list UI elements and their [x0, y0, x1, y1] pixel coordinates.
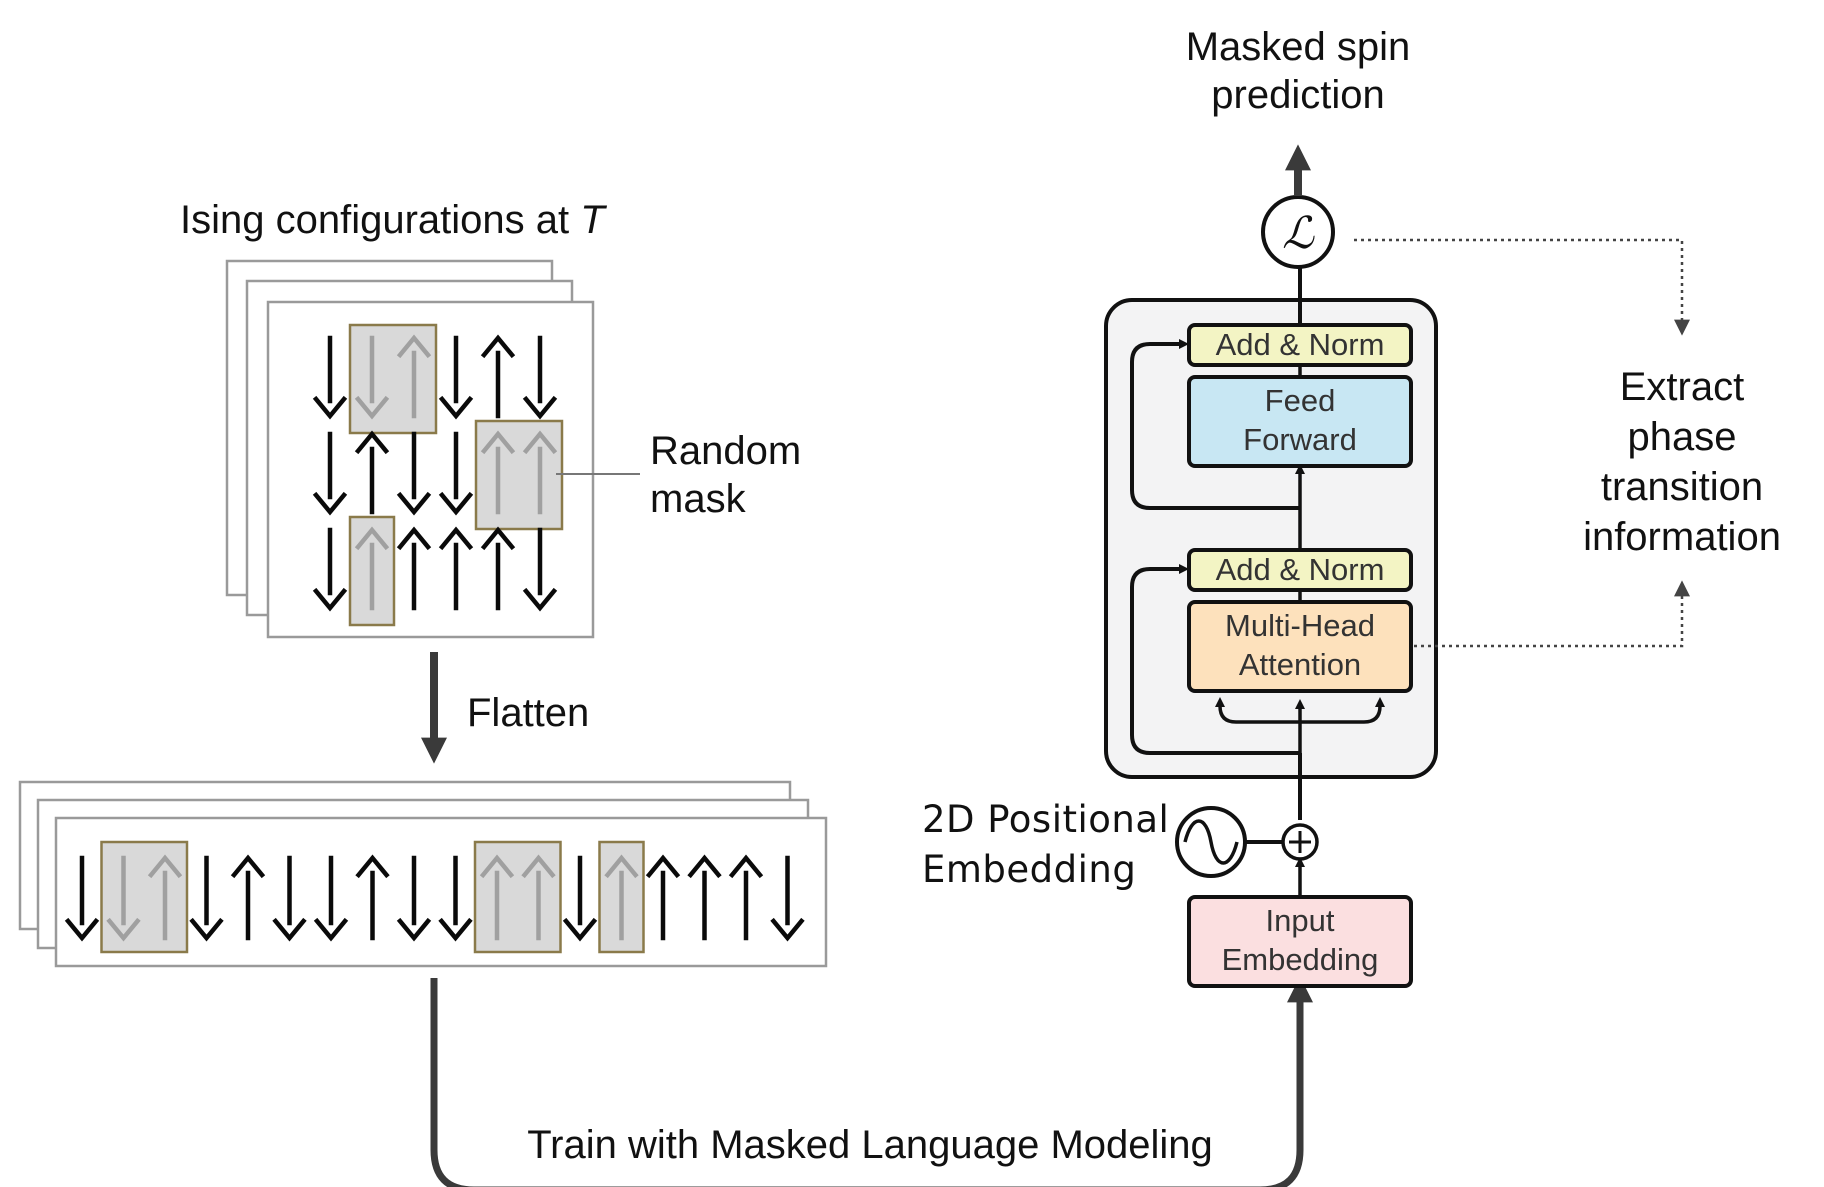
loss-node	[1261, 195, 1335, 269]
lattice-spin-up-arrow	[480, 334, 516, 419]
input-embedding: Input Embedding	[1187, 895, 1413, 988]
sequence-spin-down-arrow	[313, 855, 349, 942]
lattice-spin-down-arrow	[396, 431, 432, 516]
lattice-spin-down-arrow	[438, 431, 474, 516]
extract-from-attention	[1414, 580, 1690, 648]
extract-label-2: phase	[1628, 415, 1737, 459]
train-label: Train with Masked Language Modeling	[527, 1123, 1213, 1167]
sequence-spin-up-arrow	[645, 854, 681, 941]
lattice-spin-up-arrow	[480, 526, 516, 611]
sequence-spin-down-arrow	[438, 855, 473, 942]
training-path	[430, 976, 1313, 1187]
add-norm-top: Add & Norm	[1187, 323, 1413, 367]
random-mask-label-1: Random	[650, 429, 801, 473]
lattice-spin-up-arrow	[438, 526, 474, 611]
plus-node	[1281, 823, 1319, 861]
add-norm-top-label: Add & Norm	[1216, 327, 1385, 362]
add-norm-bottom-label: Add & Norm	[1216, 552, 1385, 587]
extract-from-loss	[1354, 238, 1690, 336]
lattice-spin-up-arrow	[396, 334, 432, 419]
sequence-spin-down-arrow	[770, 855, 805, 942]
input-embedding-label-2: Embedding	[1222, 942, 1379, 977]
lattice-spin-down-arrow	[312, 527, 348, 612]
flatten-label: Flatten	[467, 691, 589, 735]
lattice-spin-down-arrow	[312, 335, 348, 420]
sequence-spin-down-arrow	[396, 855, 432, 942]
sequence-spin-up-arrow	[521, 854, 556, 941]
lattice-masks	[348, 323, 564, 627]
lattice-spin-up-arrow	[354, 430, 390, 515]
sequence-mask	[473, 840, 562, 954]
sequence-spin-down-arrow	[64, 855, 100, 942]
sequence-spin-down-arrow	[106, 855, 141, 942]
lattice-spin-down-arrow	[312, 431, 348, 516]
sequence-spin-up-arrow	[230, 854, 266, 941]
extract-label-1: Extract	[1620, 365, 1744, 409]
extract-label-4: information	[1583, 515, 1781, 559]
positional-embedding	[1175, 806, 1282, 878]
sequence-spin-down-arrow	[272, 855, 307, 942]
sequence-mask	[100, 840, 189, 954]
lattice-spin-up-arrow	[522, 430, 558, 515]
lattice-spin-up-arrow	[396, 526, 432, 611]
extract-label-3: transition	[1601, 465, 1763, 509]
output-label-1: Masked spin	[1186, 25, 1411, 69]
flow-to-attn-q	[1215, 697, 1300, 724]
residual-ff	[1130, 339, 1300, 510]
lattice-spins	[312, 334, 558, 612]
mha-label-2: Attention	[1239, 647, 1361, 682]
output-label-2: prediction	[1211, 73, 1384, 117]
sequence-spin-up-arrow	[687, 854, 722, 941]
input-embedding-label-1: Input	[1266, 903, 1335, 938]
lattice-mask	[348, 323, 438, 435]
mha-label-1: Multi-Head	[1225, 608, 1375, 643]
flow-to-attn-k	[1300, 697, 1385, 724]
lattice-spin-up-arrow	[480, 430, 516, 515]
multi-head-attention: Multi-Head Attention	[1187, 600, 1413, 693]
feed-forward: Feed Forward	[1187, 375, 1413, 468]
sequence-spin-up-arrow	[479, 854, 515, 941]
ising-title: Ising configurations at T	[180, 198, 607, 242]
sequence-spin-down-arrow	[189, 855, 224, 942]
lattice-spin-down-arrow	[354, 335, 390, 420]
add-norm-bottom: Add & Norm	[1187, 548, 1413, 592]
feed-forward-label-2: Forward	[1243, 422, 1357, 457]
lattice-spin-down-arrow	[522, 527, 558, 612]
lattice-mask	[474, 419, 564, 531]
loss-symbol: ℒ	[1282, 208, 1315, 259]
sequence-spin-up-arrow	[728, 854, 764, 941]
lattice-spin-down-arrow	[522, 335, 558, 420]
sequence-spin-up-arrow	[355, 854, 390, 941]
sequence-spin-down-arrow	[562, 855, 598, 942]
sequence-spin-up-arrow	[604, 854, 639, 941]
residual-attn	[1130, 564, 1300, 755]
random-mask-label-2: mask	[650, 477, 747, 521]
pos-embed-label-2: Embedding	[922, 848, 1136, 891]
lattice-spin-up-arrow	[354, 526, 390, 611]
sequence-spin-up-arrow	[147, 854, 183, 941]
pos-embed-label-1: 2D Positional	[922, 798, 1169, 841]
sequence-spins	[64, 854, 805, 942]
feed-forward-label-1: Feed	[1265, 383, 1336, 418]
transformer-block	[1104, 298, 1438, 779]
lattice-spin-down-arrow	[438, 335, 474, 420]
